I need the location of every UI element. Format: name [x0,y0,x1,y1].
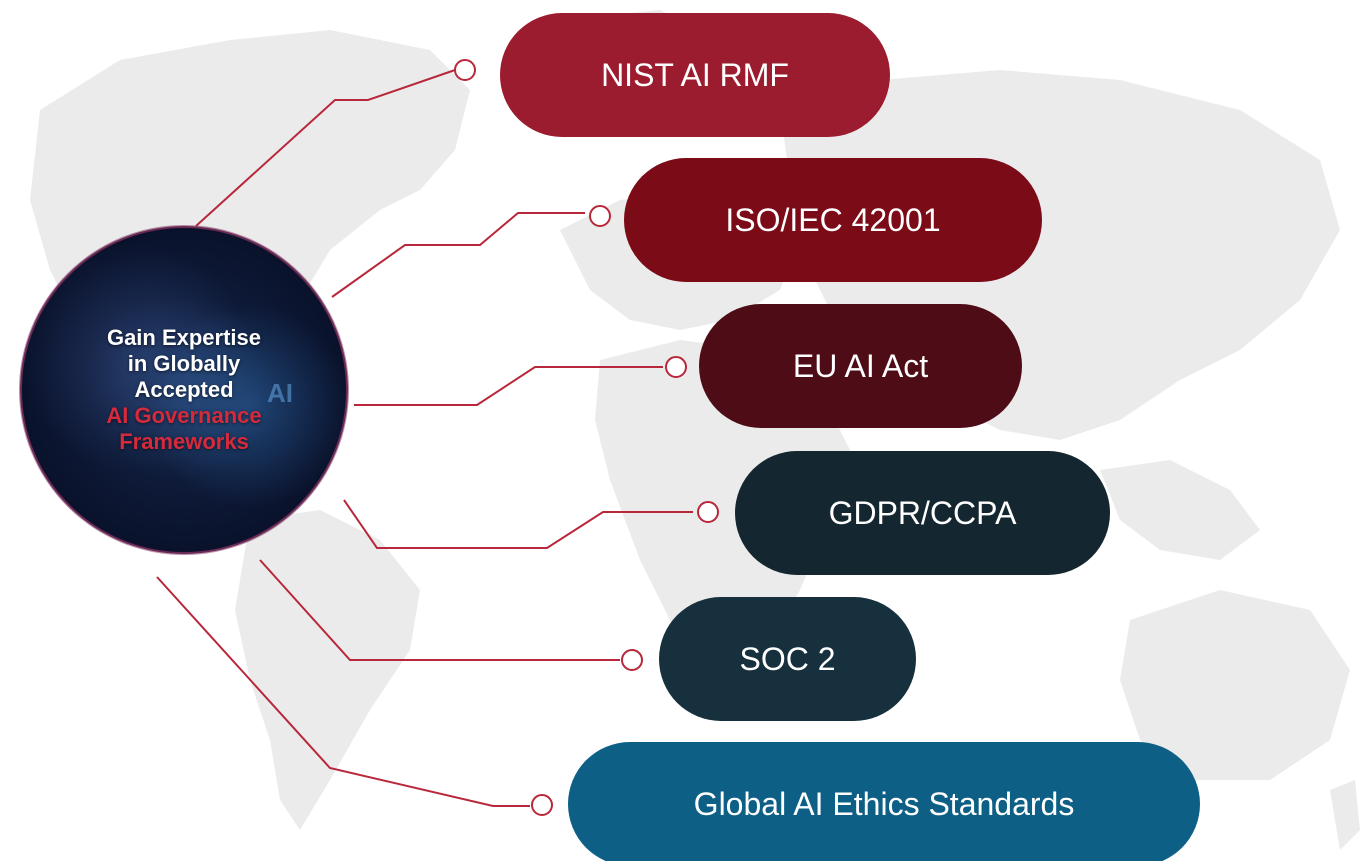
connector-node-iso [589,205,611,227]
framework-pill-nist-ai-rmf: NIST AI RMF [500,13,890,137]
connector-node-nist [454,59,476,81]
connector-gdpr [343,499,693,549]
brain-graphic [82,298,282,478]
connector-eu [354,366,663,406]
framework-pill-eu-ai-act: EU AI Act [699,304,1022,428]
ai-chip-graphic: AI [267,378,293,408]
framework-pill-gdpr-ccpa: GDPR/CCPA [735,451,1110,575]
connector-nist [195,69,456,227]
hub-line-2: in Globally [127,351,241,376]
connector-iso [331,212,585,298]
hub-line-4: AI Governance [106,403,262,428]
hub-title: Gain Expertise in Globally Accepted AI G… [22,228,346,552]
framework-pill-soc-2: SOC 2 [659,597,916,721]
framework-pill-global-ai-ethics-standards: Global AI Ethics Standards [568,742,1200,861]
hub-circle: AI Gain Expertise in Globally Accepted A… [20,226,348,554]
connector-node-eth [531,794,553,816]
hub-line-3: Accepted [134,377,234,402]
hub-line-1: Gain Expertise [106,325,262,350]
connector-node-eu [665,356,687,378]
framework-pill-iso-iec-42001: ISO/IEC 42001 [624,158,1042,282]
connector-eth [156,576,530,807]
connector-node-gdpr [697,501,719,523]
hub-line-5: Frameworks [119,429,249,454]
connector-node-soc [621,649,643,671]
connector-soc [259,559,620,661]
